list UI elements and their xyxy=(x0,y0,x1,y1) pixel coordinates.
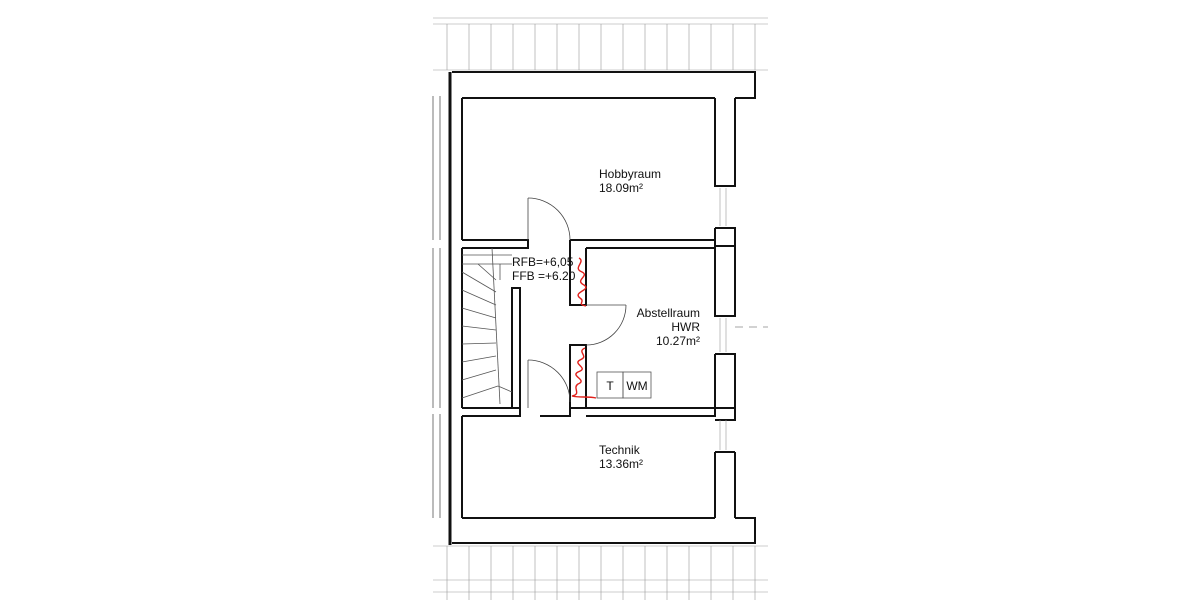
room-area-technik: 13.36m² xyxy=(599,457,643,471)
level-ffb: FFB =+6.20 xyxy=(512,269,576,283)
room-name-hobbyraum: Hobbyraum xyxy=(599,167,661,181)
top-slab xyxy=(452,71,756,99)
room-name-abstellraum: Abstellraum xyxy=(637,306,700,320)
washer-label: WM xyxy=(626,379,647,393)
walls xyxy=(461,98,768,518)
roof-hatch-bottom xyxy=(433,545,768,600)
room-subname-abstellraum: HWR xyxy=(671,320,700,334)
dryer-label: T xyxy=(606,379,614,393)
doors xyxy=(527,197,627,408)
bottom-slab xyxy=(452,517,756,544)
room-name-technik: Technik xyxy=(599,443,641,457)
room-area-abstellraum: 10.27m² xyxy=(656,334,700,348)
room-area-hobbyraum: 18.09m² xyxy=(599,181,643,195)
staircase xyxy=(461,247,513,405)
roof-hatch-top xyxy=(433,0,768,72)
washer-dryer: T WM xyxy=(596,371,652,399)
level-rfb: RFB=+6,05 xyxy=(512,255,574,269)
red-markup xyxy=(571,257,597,399)
left-outer-walls xyxy=(432,72,452,545)
washer-box xyxy=(622,371,652,399)
